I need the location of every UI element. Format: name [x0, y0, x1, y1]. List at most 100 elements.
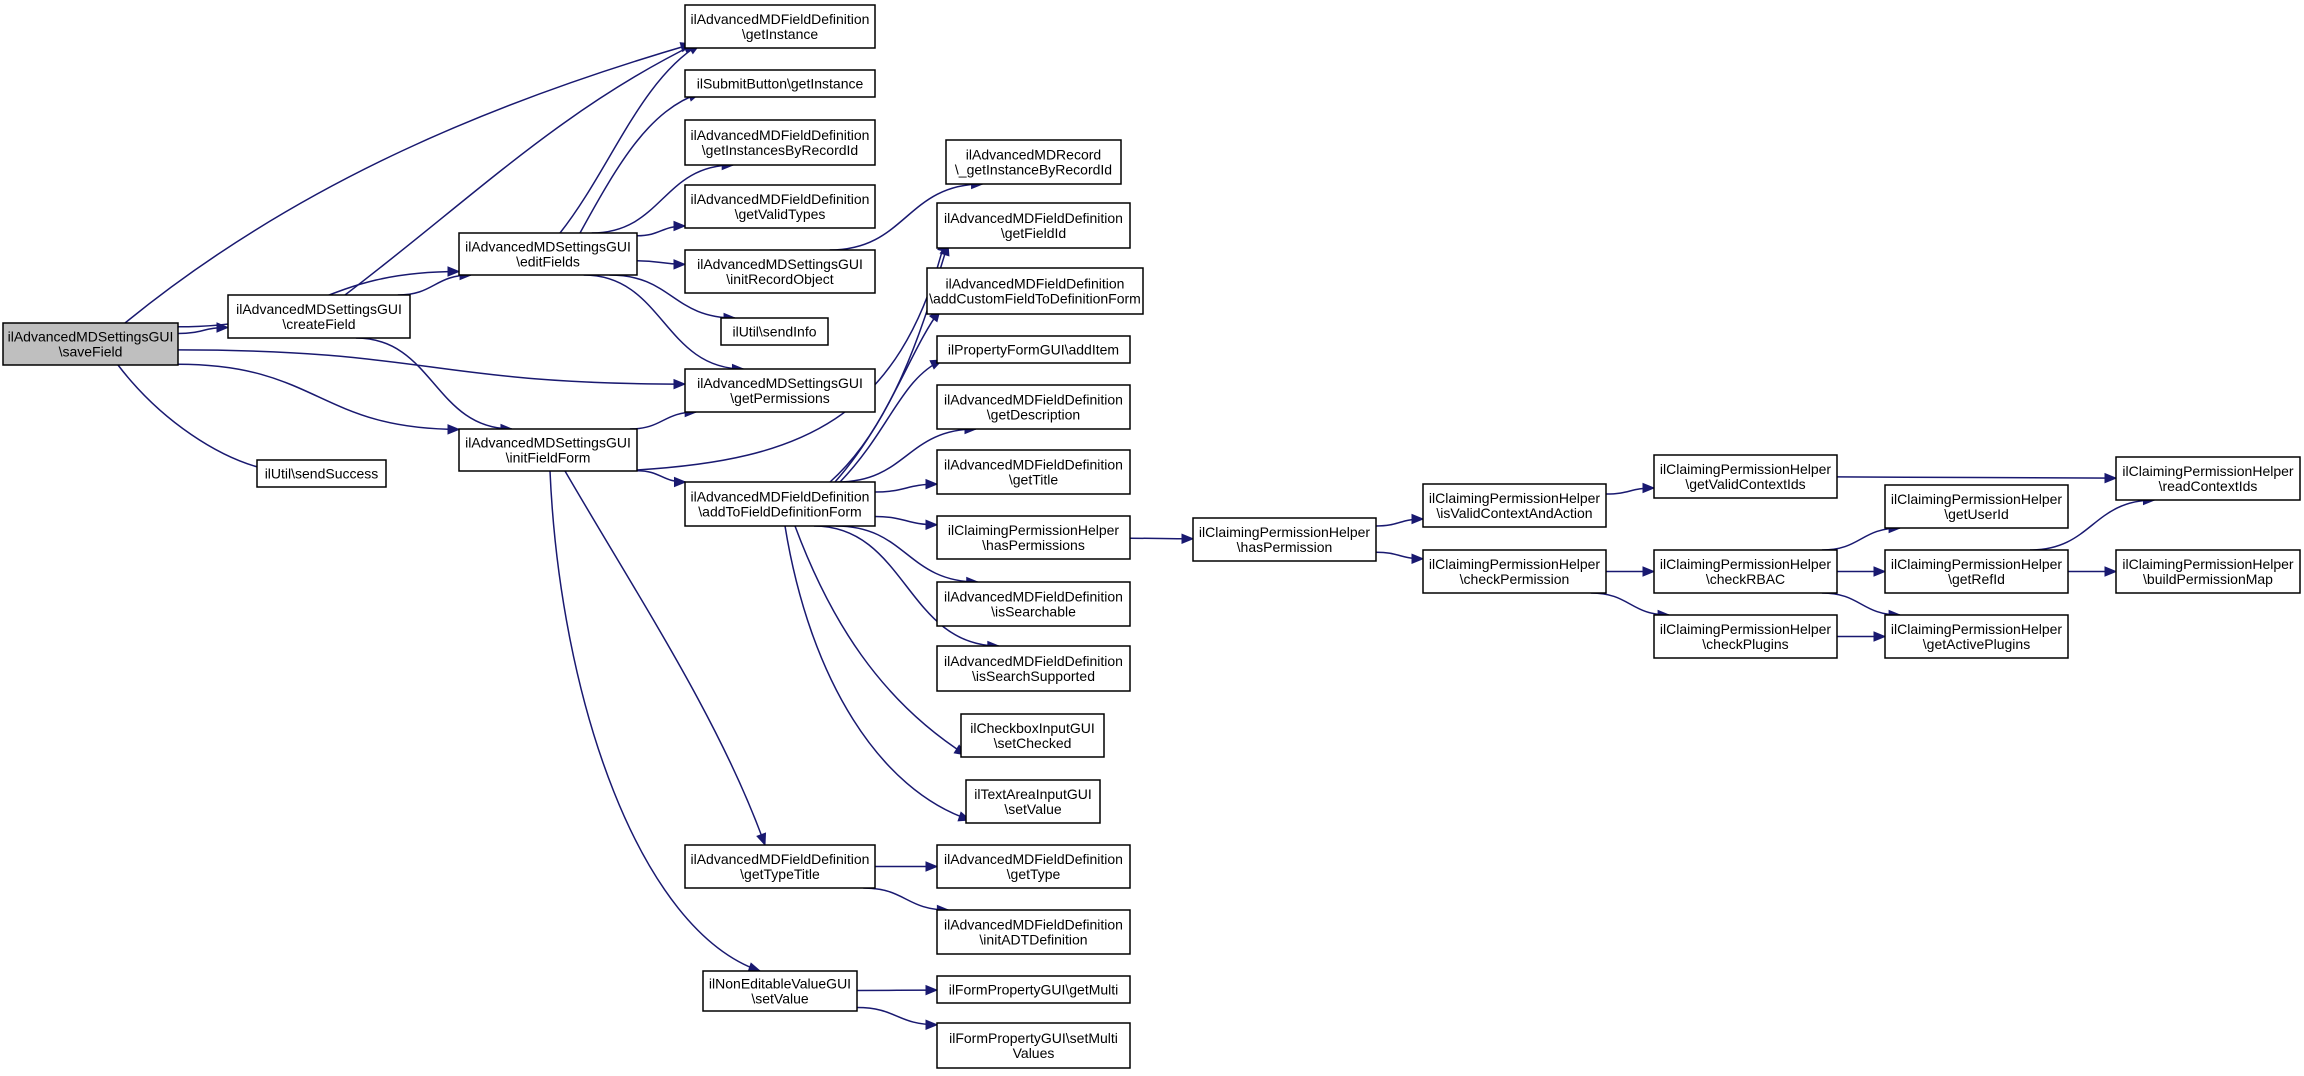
node-box	[945, 139, 1122, 185]
function-node[interactable]: ilAdvancedMDFieldDefinition\getValidType…	[684, 184, 876, 229]
arrow-head	[1873, 566, 1887, 577]
function-node[interactable]: ilAdvancedMDSettingsGUI\createField	[227, 294, 411, 339]
function-node[interactable]: ilClaimingPermissionHelper\buildPermissi…	[2115, 549, 2301, 594]
node-label: ilAdvancedMDFieldDefinition	[944, 589, 1123, 605]
edge-line	[835, 525, 978, 583]
function-node[interactable]: ilAdvancedMDSettingsGUI\initFieldForm	[458, 428, 638, 472]
edge-line	[839, 359, 943, 483]
edge-line	[1590, 592, 1670, 616]
node-box	[1422, 483, 1607, 528]
function-node[interactable]: ilAdvancedMDFieldDefinition\addToFieldDe…	[684, 481, 876, 527]
function-node[interactable]: ilCheckboxInputGUI\setChecked	[960, 713, 1105, 758]
function-node[interactable]: ilAdvancedMDFieldDefinition\isSearchable	[936, 581, 1131, 627]
node-box	[1884, 549, 2069, 594]
function-node[interactable]: ilClaimingPermissionHelper\isValidContex…	[1422, 483, 1607, 528]
arrow-head	[1642, 566, 1656, 577]
function-node[interactable]: ilAdvancedMDFieldDefinition\getInstances…	[684, 119, 876, 166]
function-node[interactable]: ilAdvancedMDFieldDefinition\addCustomFie…	[926, 267, 1144, 315]
function-node[interactable]: ilTextAreaInputGUI\setValue	[965, 779, 1101, 824]
node-label: ilAdvancedMDSettingsGUI	[697, 375, 863, 391]
node-label: ilAdvancedMDSettingsGUI	[465, 239, 631, 255]
arrow-head	[1411, 553, 1425, 565]
node-box	[936, 975, 1131, 1004]
function-node[interactable]: ilUtil\sendSuccess	[256, 459, 387, 488]
function-node[interactable]: ilClaimingPermissionHelper\getActivePlug…	[1884, 614, 2069, 659]
function-node[interactable]: ilFormPropertyGUI\getMulti	[936, 975, 1131, 1004]
node-label: \initFieldForm	[506, 450, 591, 466]
node-label: ilClaimingPermissionHelper	[1429, 490, 1601, 506]
edge-line	[784, 525, 971, 821]
function-node[interactable]: ilClaimingPermissionHelper\getUserId	[1884, 484, 2069, 529]
call-edge	[1606, 566, 1656, 577]
function-node[interactable]: ilAdvancedMDSettingsGUI\initRecordObject	[684, 249, 876, 294]
node-box	[227, 294, 411, 339]
function-node[interactable]: ilSubmitButton\getInstance	[684, 69, 876, 98]
edge-line	[856, 1006, 938, 1026]
node-label: ilPropertyFormGUI\addItem	[948, 342, 1119, 358]
function-node[interactable]: ilAdvancedMDSettingsGUI\saveField	[2, 322, 179, 366]
function-node[interactable]: ilClaimingPermissionHelper\getValidConte…	[1653, 454, 1838, 499]
call-edge	[1837, 631, 1887, 642]
edge-line	[344, 43, 696, 296]
call-edge	[1836, 472, 2118, 484]
arrow-head	[756, 832, 767, 847]
node-box	[1653, 454, 1838, 499]
function-node[interactable]: ilUtil\sendInfo	[720, 317, 829, 346]
function-node[interactable]: ilAdvancedMDFieldDefinition\getTitle	[936, 449, 1131, 495]
function-node[interactable]: ilAdvancedMDSettingsGUI\getPermissions	[684, 368, 876, 413]
arrow-head	[925, 1019, 939, 1030]
node-label: ilClaimingPermissionHelper	[1660, 556, 1832, 572]
node-box	[926, 267, 1144, 315]
function-node[interactable]: ilAdvancedMDFieldDefinition\getType	[936, 844, 1131, 889]
arrow-head	[447, 424, 461, 435]
node-label: \isSearchable	[991, 604, 1076, 620]
function-node[interactable]: ilClaimingPermissionHelper\checkPermissi…	[1422, 549, 1607, 594]
node-label: \checkPermission	[1460, 571, 1570, 587]
node-box	[684, 4, 876, 49]
function-node[interactable]: ilAdvancedMDSettingsGUI\editFields	[458, 232, 638, 276]
node-label: ilAdvancedMDSettingsGUI	[8, 329, 174, 345]
node-label: ilAdvancedMDSettingsGUI	[697, 256, 863, 272]
node-label: \editFields	[516, 254, 580, 270]
function-node[interactable]: ilAdvancedMDFieldDefinition\initADTDefin…	[936, 909, 1131, 955]
edge-line	[829, 183, 983, 251]
node-box	[256, 459, 387, 488]
node-box	[960, 713, 1105, 758]
node-label: \isSearchSupported	[972, 668, 1095, 684]
node-label: \readContextIds	[2159, 478, 2258, 494]
function-node[interactable]: ilClaimingPermissionHelper\hasPermission…	[936, 515, 1131, 560]
function-node[interactable]: ilNonEditableValueGUI\setValue	[702, 970, 858, 1012]
function-node[interactable]: ilAdvancedMDFieldDefinition\getTypeTitle	[684, 844, 876, 889]
edge-line	[609, 274, 736, 319]
function-node[interactable]: ilAdvancedMDFieldDefinition\getInstance	[684, 4, 876, 49]
edge-line	[591, 164, 734, 234]
arrow-head	[1642, 482, 1656, 494]
edge-line	[355, 337, 512, 430]
function-node[interactable]: ilClaimingPermissionHelper\hasPermission	[1192, 517, 1377, 562]
node-label: \getType	[1007, 866, 1061, 882]
function-node[interactable]: ilAdvancedMDRecord\_getInstanceByRecordI…	[945, 139, 1122, 185]
function-node[interactable]: ilAdvancedMDFieldDefinition\isSearchSupp…	[936, 645, 1131, 692]
node-label: ilClaimingPermissionHelper	[1429, 556, 1601, 572]
node-label: \getPermissions	[730, 390, 830, 406]
node-box	[936, 384, 1131, 430]
node-box	[2115, 456, 2301, 501]
node-label: ilAdvancedMDRecord	[966, 147, 1101, 163]
function-node[interactable]: ilClaimingPermissionHelper\readContextId…	[2115, 456, 2301, 501]
node-label: \setValue	[751, 991, 809, 1007]
function-node[interactable]: ilAdvancedMDFieldDefinition\getFieldId	[936, 202, 1131, 249]
call-edge	[874, 478, 939, 493]
node-label: \addToFieldDefinitionForm	[698, 504, 861, 520]
arrow-head	[925, 519, 939, 530]
node-label: ilAdvancedMDFieldDefinition	[691, 489, 870, 505]
node-label: \getDescription	[987, 407, 1080, 423]
function-node[interactable]: ilAdvancedMDFieldDefinition\getDescripti…	[936, 384, 1131, 430]
function-node[interactable]: ilClaimingPermissionHelper\checkRBAC	[1653, 549, 1838, 594]
call-edge	[794, 525, 968, 756]
function-node[interactable]: ilClaimingPermissionHelper\getRefId	[1884, 549, 2069, 594]
call-edge	[863, 887, 950, 916]
function-node[interactable]: ilPropertyFormGUI\addItem	[936, 335, 1131, 364]
call-edge	[1837, 566, 1887, 577]
function-node[interactable]: ilClaimingPermissionHelper\checkPlugins	[1653, 614, 1838, 659]
